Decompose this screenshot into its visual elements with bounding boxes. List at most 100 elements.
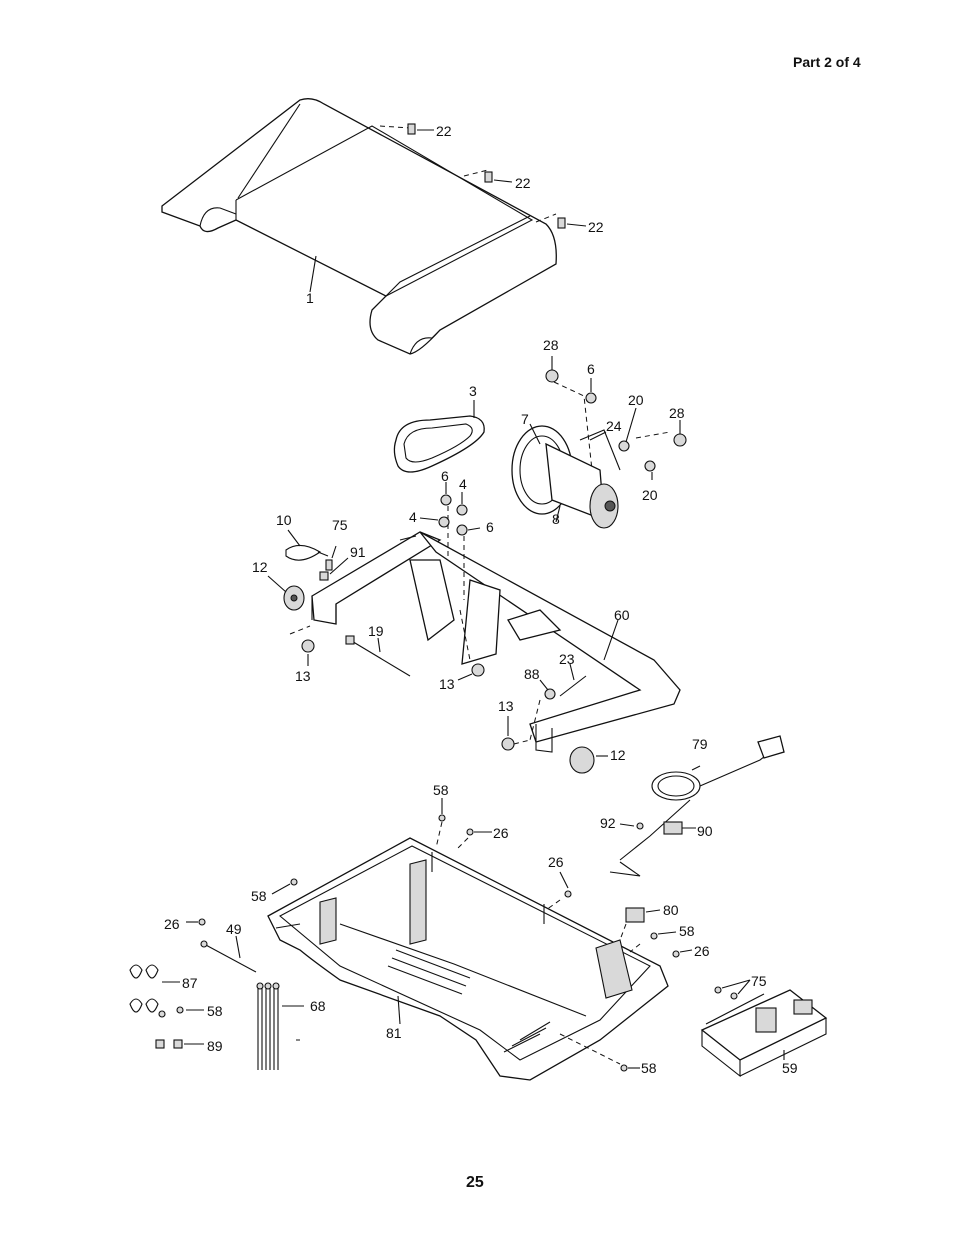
screw-26-b: [564, 890, 572, 898]
callout-10: 10: [276, 512, 292, 528]
screw-26-c: [672, 950, 680, 958]
callout-26-b: 26: [548, 854, 564, 870]
screw-58-c: [650, 932, 658, 940]
callout-20-a: 20: [628, 392, 644, 408]
callout-28-b: 28: [669, 405, 685, 421]
drive-belt-drawing: [393, 415, 485, 473]
drive-motor-drawing: [511, 425, 621, 529]
callout-26-a: 26: [493, 825, 509, 841]
callout-87: 87: [182, 975, 198, 991]
callout-6-c: 6: [486, 519, 494, 535]
callout-22-a: 22: [436, 123, 452, 139]
callout-7: 7: [521, 411, 529, 427]
callout-6-b: 6: [441, 468, 449, 484]
callout-58-b: 58: [251, 888, 267, 904]
callout-13-c: 13: [498, 698, 514, 714]
callout-90: 90: [697, 823, 713, 839]
callout-6-a: 6: [587, 361, 595, 377]
callout-58-d: 58: [207, 1003, 223, 1019]
bolt-23: [559, 675, 587, 697]
nut-13-b: [471, 663, 485, 677]
screw-75-a: [714, 986, 722, 994]
callout-59: 59: [782, 1060, 798, 1076]
cable-10: [285, 544, 322, 561]
screw-92: [636, 822, 644, 830]
callout-75-a: 75: [332, 517, 348, 533]
hood-clip-2: [484, 171, 493, 183]
callout-68: 68: [310, 998, 326, 1014]
callout-58-e: 58: [641, 1060, 657, 1076]
washer-88: [544, 688, 556, 700]
callout-58-a: 58: [433, 782, 449, 798]
axle-bolt-19: [349, 639, 411, 677]
screw-26-a: [466, 828, 474, 836]
screw-58-a: [438, 814, 446, 822]
screw-58-b: [290, 878, 298, 886]
callout-81: 81: [386, 1025, 402, 1041]
hood-clip-1: [407, 123, 416, 135]
part-indicator: Part 2 of 4: [793, 54, 861, 70]
clip-87-bottom: [129, 998, 159, 1013]
tie-49: [203, 943, 257, 973]
clip-87-top: [129, 964, 159, 979]
bolt-6-a: [440, 494, 452, 506]
callout-91: 91: [350, 544, 366, 560]
bolt-4-b: [438, 516, 450, 528]
clip-89-b: [173, 1039, 183, 1049]
nut-13-a: [301, 639, 315, 653]
callout-13-b: 13: [439, 676, 455, 692]
callout-22-b: 22: [515, 175, 531, 191]
callout-79: 79: [692, 736, 708, 752]
callout-89: 89: [207, 1038, 223, 1054]
callout-12-b: 12: [610, 747, 626, 763]
callout-8: 8: [552, 511, 560, 527]
callout-60: 60: [614, 607, 630, 623]
callout-4-b: 4: [409, 509, 417, 525]
clip-89-a: [155, 1039, 165, 1049]
motor-bolt-20-a: [618, 440, 630, 452]
callout-28-a: 28: [543, 337, 559, 353]
callout-3: 3: [469, 383, 477, 399]
callout-22-c: 22: [588, 219, 604, 235]
callout-92: 92: [600, 815, 616, 831]
screw-75-b: [730, 992, 738, 1000]
screw-58-d: [620, 1064, 628, 1072]
motor-hood-drawing: [161, 98, 557, 355]
callout-75-b: 75: [751, 973, 767, 989]
callout-4-a: 4: [459, 476, 467, 492]
nut-13-c: [501, 737, 515, 751]
bolt-4-a: [456, 504, 468, 516]
callout-80: 80: [663, 902, 679, 918]
callout-13-a: 13: [295, 668, 311, 684]
switch-80: [625, 907, 645, 923]
callout-26-c: 26: [164, 916, 180, 932]
callout-24: 24: [606, 418, 622, 434]
screw-75: [325, 559, 333, 571]
controller-board-59: [700, 989, 828, 1078]
washer-6-b: [456, 524, 468, 536]
callout-12-a: 12: [252, 559, 268, 575]
wheel-12-right: [569, 746, 595, 774]
motor-nut-28-a: [545, 369, 559, 383]
cable-ties-68: [256, 982, 280, 1070]
callout-1: 1: [306, 290, 314, 306]
clip-91: [319, 571, 329, 581]
callout-23: 23: [559, 651, 575, 667]
motor-bolt-20-b: [644, 460, 656, 472]
motor-nut-28-b: [673, 433, 687, 447]
screw-26-d: [198, 918, 206, 926]
screw-58-e: [158, 1010, 166, 1018]
callout-26-d: 26: [694, 943, 710, 959]
base-pan-drawing: [267, 837, 669, 1081]
base-frame-drawing: [311, 531, 681, 753]
callout-58-c: 58: [679, 923, 695, 939]
page-number: 25: [466, 1174, 484, 1191]
callout-49: 49: [226, 921, 242, 937]
hood-clip-3: [557, 217, 566, 229]
motor-washer-6: [585, 392, 597, 404]
cord-connector-90: [663, 821, 683, 835]
callout-20-b: 20: [642, 487, 658, 503]
callout-88: 88: [524, 666, 540, 682]
callout-19: 19: [368, 623, 384, 639]
